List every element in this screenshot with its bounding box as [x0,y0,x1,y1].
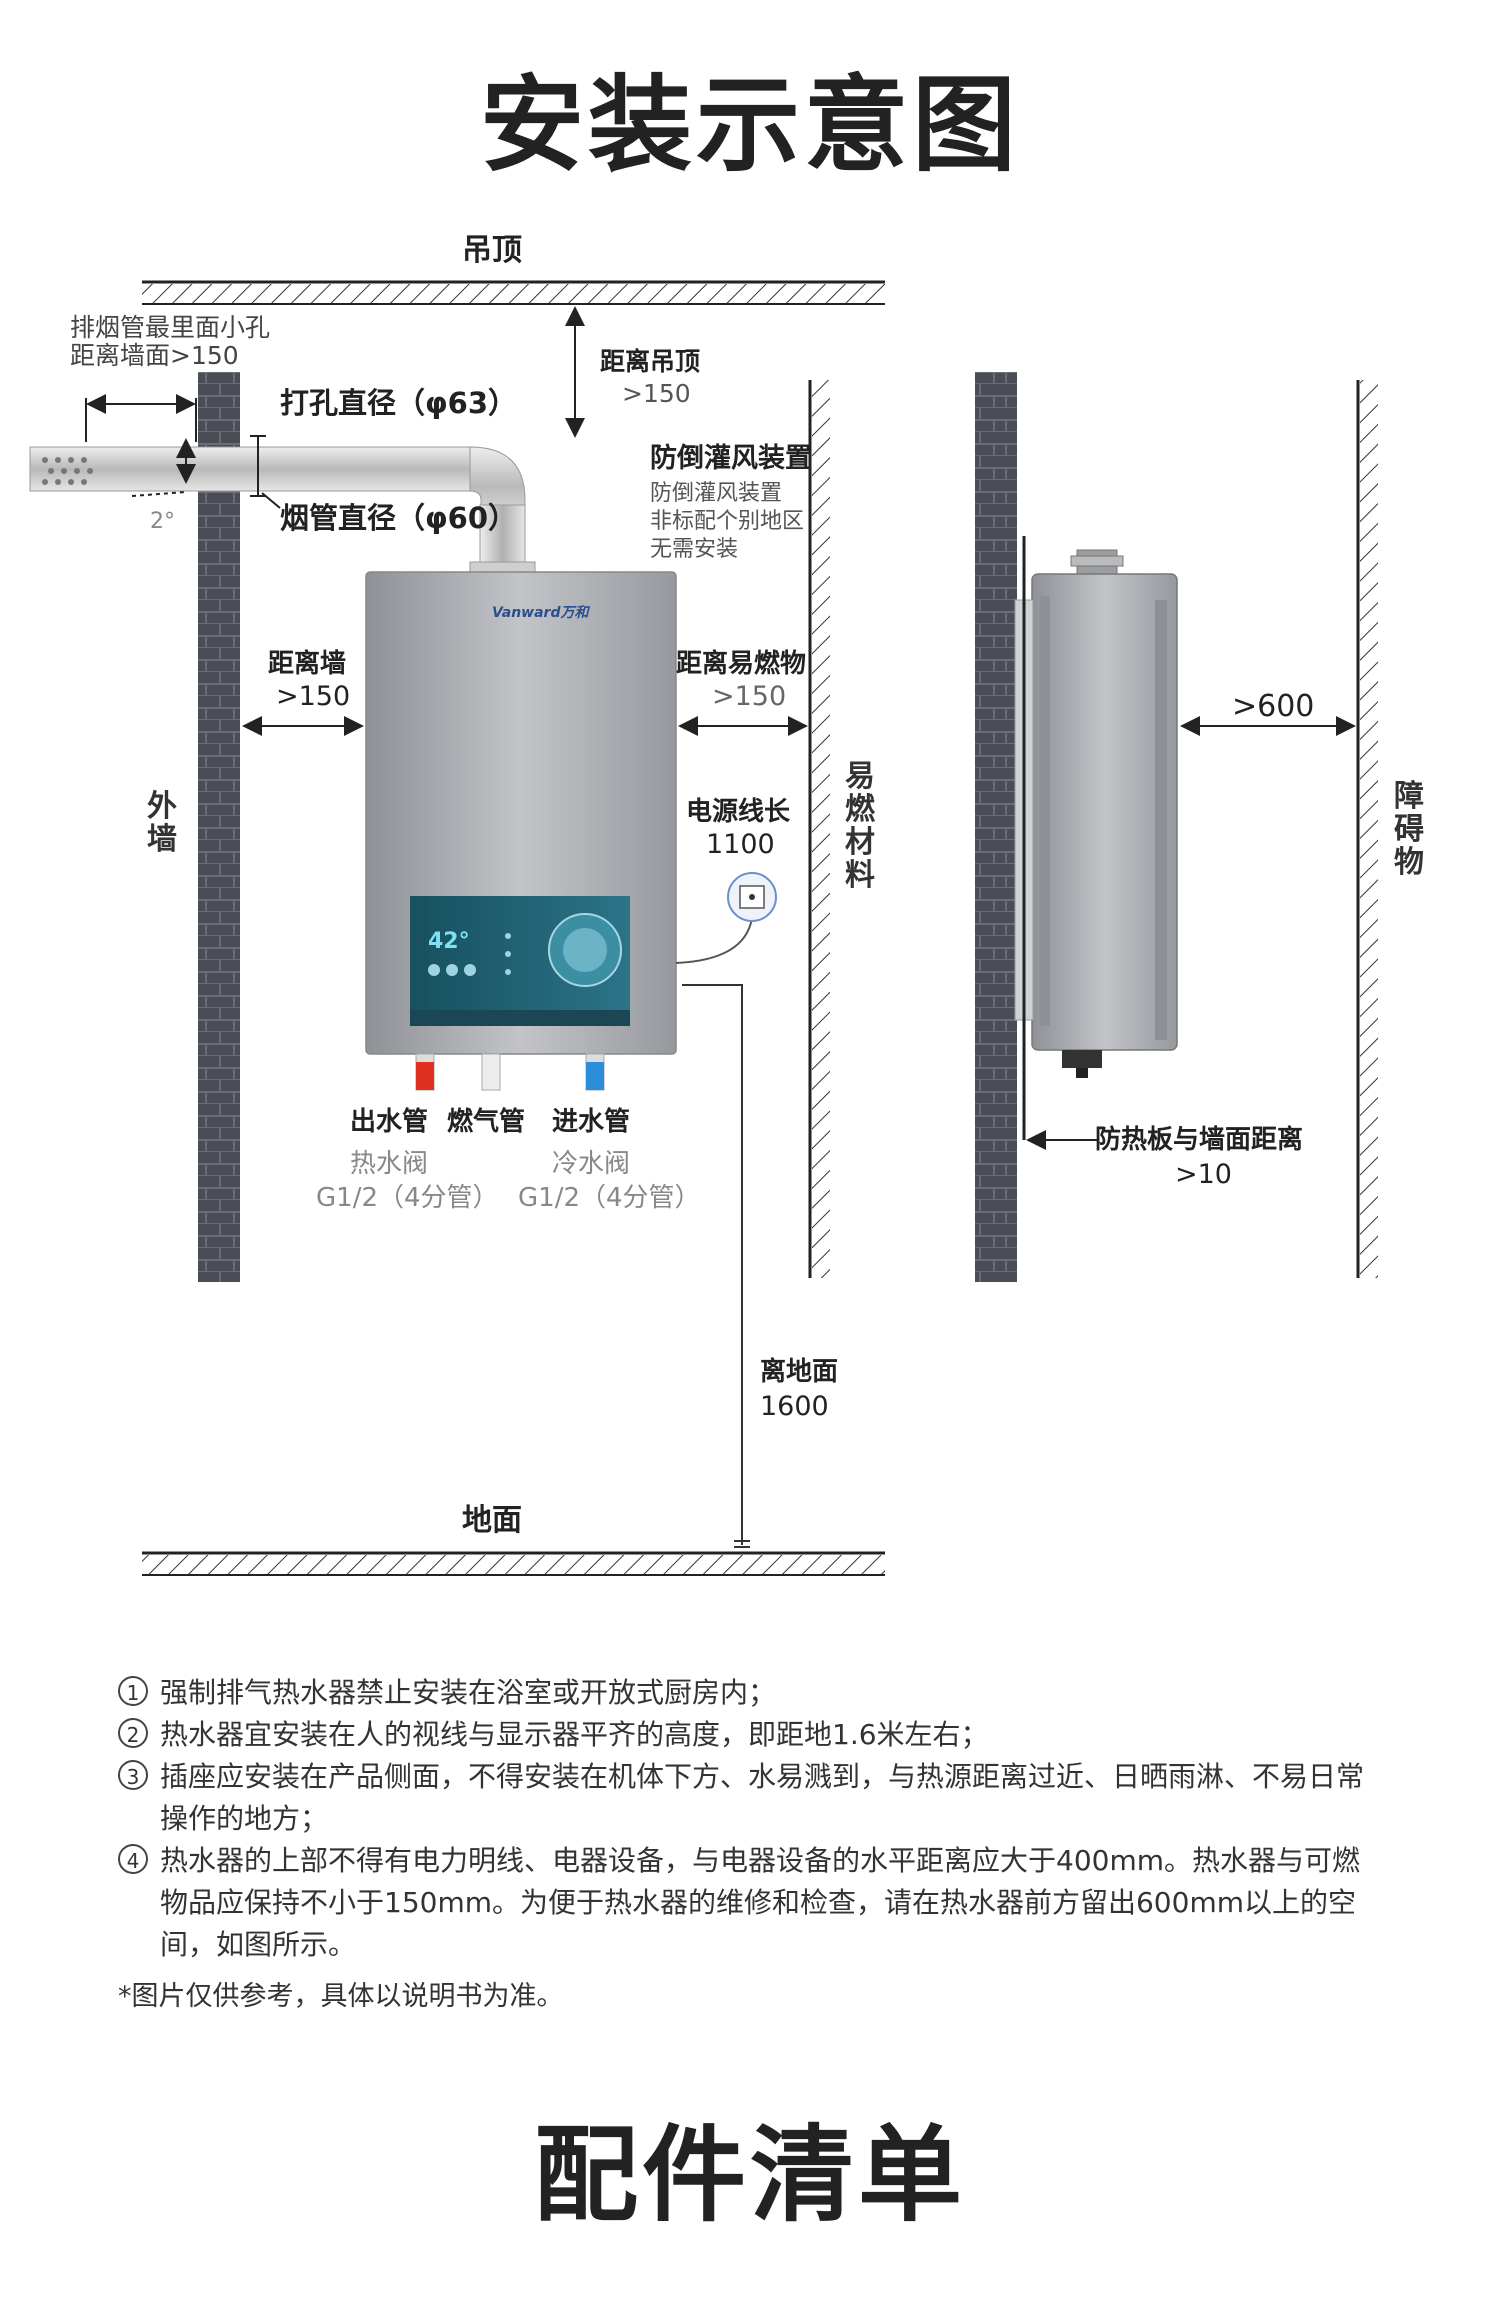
flammable-wall [808,380,830,1278]
inlet-pipe-label: 进水管 [552,1107,631,1137]
flammable-material-label: 易燃材料 [845,759,875,893]
outlet-pipe-label: 出水管 [350,1107,429,1137]
ceiling-label: 吊顶 [462,233,522,268]
floor-label: 地面 [462,1503,522,1538]
note-1: 1 强制排气热水器禁止安装在浴室或开放式厨房内； [118,1672,1378,1714]
hot-valve-label: 热水阀 [350,1149,429,1179]
floor-dist-value: 1600 [760,1391,829,1422]
note-number: 1 [118,1676,148,1706]
outer-wall [198,372,240,1282]
note-2: 2 热水器宜安装在人的视线与显示器平齐的高度，即距地1.6米左右； [118,1714,1378,1756]
note-number: 3 [118,1760,148,1790]
heat-shield-value: >10 [1175,1159,1232,1190]
cold-valve-label: 冷水阀 [552,1149,631,1179]
floor-dist-label: 离地面 [760,1357,839,1387]
note-number: 2 [118,1718,148,1748]
windproof-line-1: 防倒灌风装置 [650,481,783,506]
note-number: 4 [118,1844,148,1874]
footnote: *图片仅供参考，具体以说明书为准。 [118,1981,564,2012]
install-notes: 1 强制排气热水器禁止安装在浴室或开放式厨房内； 2 热水器宜安装在人的视线与显… [118,1672,1378,2018]
ceiling [142,280,885,305]
front-dist-value: >600 [1232,689,1315,724]
cold-valve-spec: G1/2（4分管） [518,1183,701,1213]
install-title: 安装示意图 [479,64,1020,186]
exhaust-hole-label-1: 排烟管最里面小孔 [70,313,271,342]
pipe-diameter-label: 烟管直径（φ60） [280,501,518,535]
power-cord-value: 1100 [706,829,775,860]
floor [142,1551,885,1576]
dimension-lines [85,306,1356,1150]
dist-flammable-label: 距离易燃物 [676,649,807,679]
windproof-line-3: 无需安装 [650,537,739,562]
windproof-title: 防倒灌风装置 [650,443,812,474]
drill-diameter-label: 打孔直径（φ63） [280,386,518,420]
heater-side [1014,536,1178,1140]
brand-logo: Vanward万和 [492,605,589,621]
exhaust-hole-label-2: 距离墙面>150 [70,341,239,370]
power-cord [675,872,777,1548]
dist-ceiling-label: 距离吊顶 [600,347,701,376]
dist-wall-value: >150 [276,681,351,712]
windproof-line-2: 非标配个别地区 [650,509,805,534]
exhaust-pipe [29,446,536,577]
accessories-title: 配件清单 [533,2114,966,2236]
gas-pipe-label: 燃气管 [447,1107,526,1137]
note-4: 4 热水器的上部不得有电力明线、电器设备，与电器设备的水平距离应大于400mm。… [118,1840,1378,1966]
display-temperature: 42° [428,929,470,954]
dist-wall-label: 距离墙 [268,649,347,679]
dist-ceiling-value: >150 [622,379,691,408]
heat-shield-label: 防热板与墙面距离 [1095,1125,1304,1155]
water-pipes [415,1053,605,1091]
obstacle-wall [1356,380,1378,1278]
note-3: 3 插座应安装在产品侧面，不得安装在机体下方、水易溅到，与热源距离过近、日晒雨淋… [118,1756,1378,1840]
obstacle-label: 障碍物 [1394,779,1424,880]
heater-front [365,571,677,1055]
angle-label: 2° [150,509,175,534]
note-text: 热水器的上部不得有电力明线、电器设备，与电器设备的水平距离应大于400mm。热水… [160,1844,1360,1961]
outer-wall-label: 外墙 [147,789,177,857]
note-text: 强制排气热水器禁止安装在浴室或开放式厨房内； [160,1676,777,1709]
dist-flammable-value: >150 [712,681,787,712]
note-text: 热水器宜安装在人的视线与显示器平齐的高度，即距地1.6米左右； [160,1718,989,1751]
side-wall [975,372,1017,1282]
power-cord-label: 电源线长 [686,797,791,827]
note-text: 插座应安装在产品侧面，不得安装在机体下方、水易溅到，与热源距离过近、日晒雨淋、不… [160,1760,1365,1835]
hot-valve-spec: G1/2（4分管） [316,1183,499,1213]
